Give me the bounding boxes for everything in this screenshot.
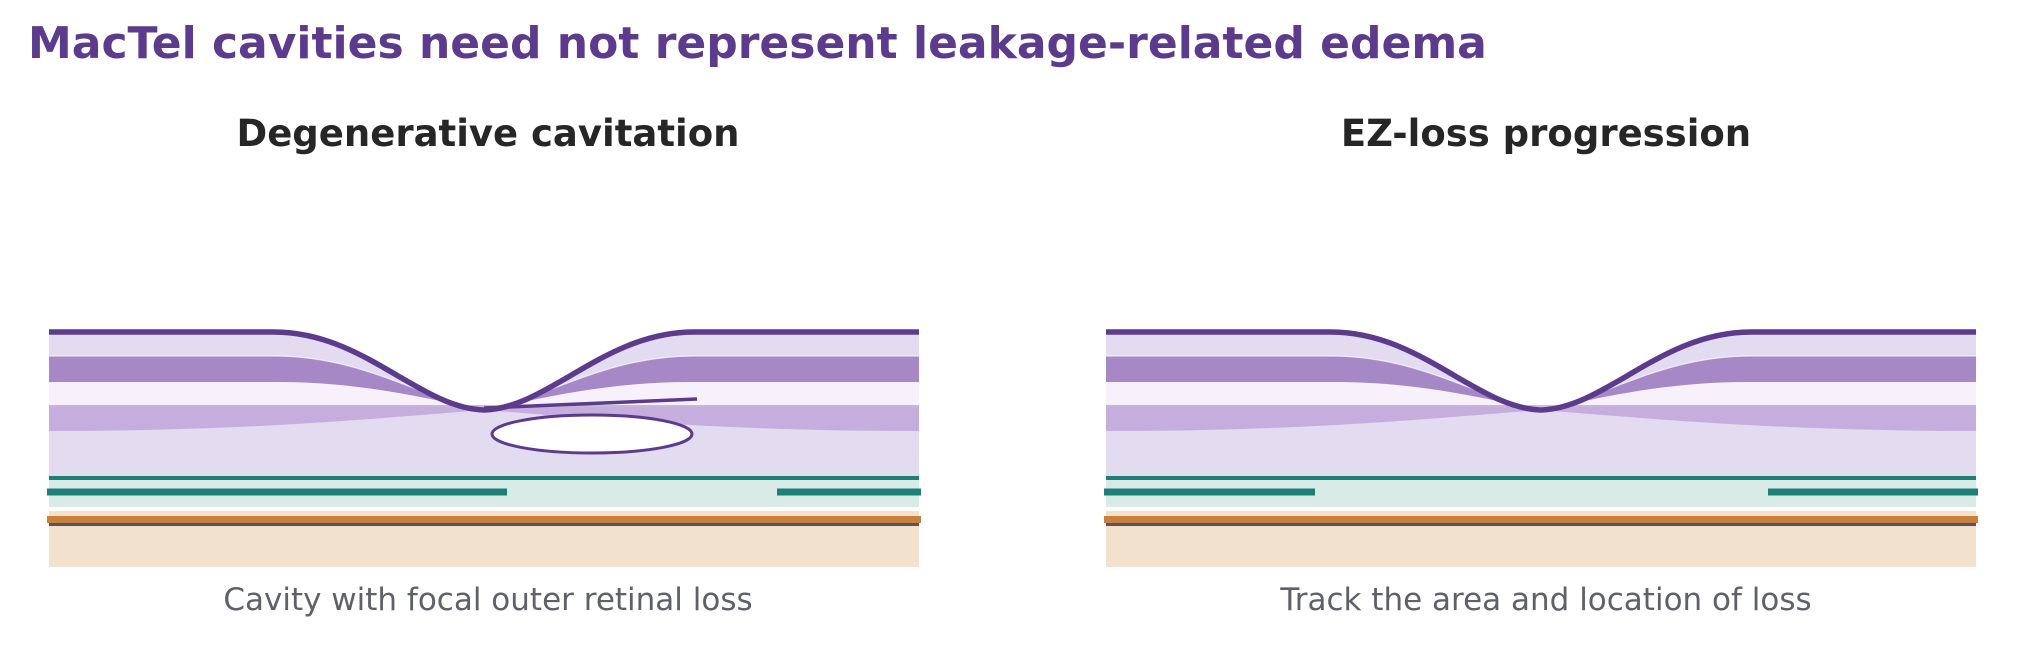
panel-title-ez-loss-progression: EZ-loss progression [1340,112,1752,155]
page-title: MacTel cavities need not represent leaka… [28,18,1487,69]
panel-title-degenerative-cavitation: Degenerative cavitation [236,112,740,155]
panel-caption-left: Cavity with focal outer retinal loss [223,582,753,618]
cavity-wall-strand [483,397,698,410]
panel-caption-right: Track the area and location of loss [1280,582,1812,618]
retina-cross-section-right [1104,332,1978,567]
retina-cross-section-left [47,332,921,567]
intraretinal-cavity-icon [490,413,694,455]
